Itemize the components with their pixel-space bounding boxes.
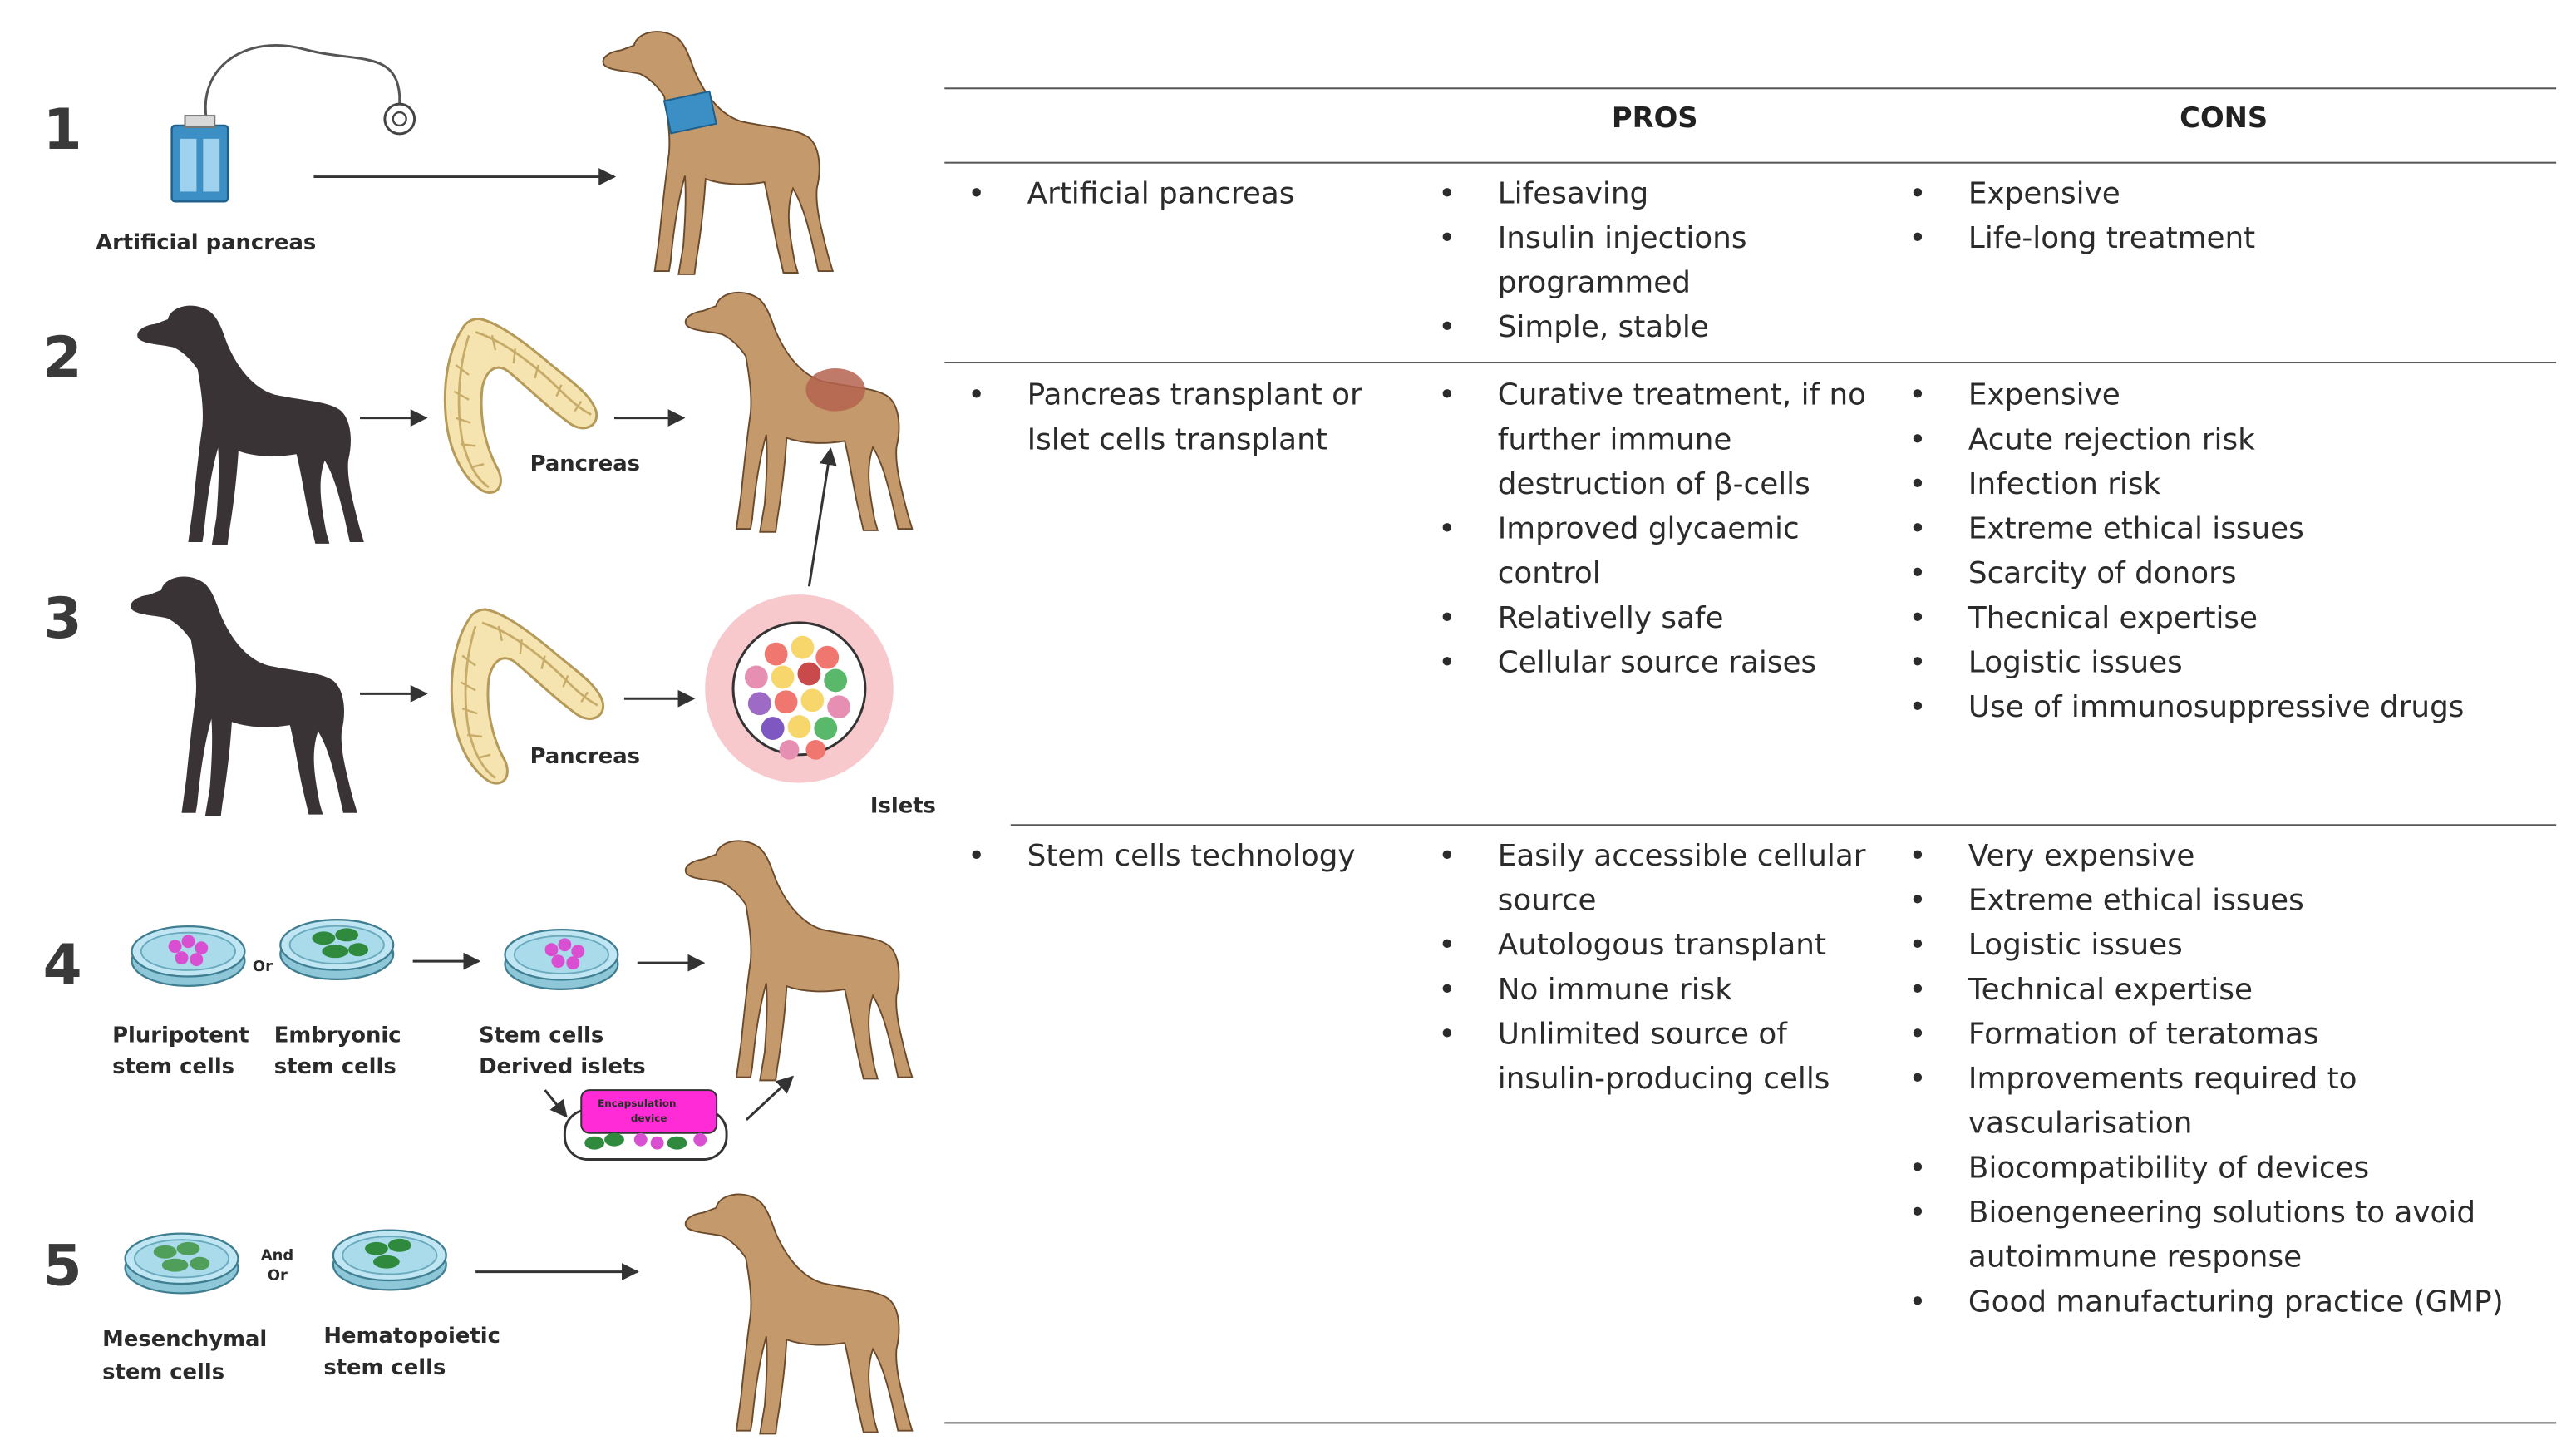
cons-cell: Very expensive Extreme ethical issues Lo… — [1909, 834, 2556, 1324]
pluripotent-label: stem cells — [112, 1054, 234, 1079]
mesenchymal-label: stem cells — [102, 1360, 224, 1385]
therapy-cell: Stem cells technology — [968, 834, 1396, 879]
or-label: Or — [253, 958, 273, 975]
mesenchymal-label: Mesenchymal — [102, 1327, 267, 1352]
step-number: 1 — [43, 96, 82, 162]
pros-header: PROS — [1611, 102, 1698, 136]
pros-item: Improved glycaemic control — [1438, 507, 1884, 596]
therapy-cell: Artificial pancreas — [968, 172, 1396, 217]
pluripotent-label: Pluripotent — [112, 1023, 249, 1048]
cons-item: Extreme ethical issues — [1909, 507, 2556, 552]
dog-icon — [602, 31, 834, 275]
dog-icon — [684, 840, 914, 1082]
transplanted-pancreas-icon — [805, 367, 865, 412]
cons-item: Good manufacturing practice (GMP) — [1909, 1280, 2556, 1325]
illustration-panel: 1 2 3 4 5 Artificial pancreas Pancreas — [43, 31, 936, 1435]
cons-item: Very expensive — [1909, 834, 2556, 879]
cons-item: Logistic issues — [1909, 641, 2556, 686]
pros-item: Relativelly safe — [1438, 596, 1884, 641]
pros-item: Cellular source raises — [1438, 641, 1884, 686]
cons-item: Biocompatibility of devices — [1909, 1147, 2556, 1191]
pink-cells — [544, 938, 585, 970]
islets-icon — [705, 594, 894, 783]
arrow-icon — [807, 447, 837, 587]
pros-item: Simple, stable — [1438, 306, 1884, 351]
therapy-item: Stem cells technology — [968, 834, 1396, 879]
embryonic-label: stem cells — [274, 1054, 396, 1079]
step-number: 5 — [43, 1232, 82, 1298]
hematopoietic-label: Hematopoietic — [323, 1324, 500, 1349]
pros-item: Unlimited source of insulin-producing ce… — [1438, 1013, 1884, 1102]
cons-item: Scarcity of donors — [1909, 551, 2556, 596]
pros-item: Easily accessible cellular source — [1438, 834, 1884, 923]
cons-item: Logistic issues — [1909, 923, 2556, 968]
arrow-icon — [745, 1075, 795, 1121]
cons-item: Life-long treatment — [1909, 216, 2556, 261]
dog-icon — [137, 305, 364, 545]
cons-item: Thecnical expertise — [1909, 596, 2556, 641]
pros-item: Lifesaving — [1438, 172, 1884, 217]
table-rule — [944, 161, 2557, 164]
therapy-item: Artificial pancreas — [968, 172, 1396, 217]
or-label: Or — [268, 1267, 288, 1285]
cons-item: Expensive — [1909, 373, 2556, 418]
cons-cell: Expensive Acute rejection risk Infection… — [1909, 373, 2556, 730]
step-number: 4 — [43, 932, 82, 998]
encapsulation-device-icon: Encapsulation device — [563, 1089, 728, 1162]
green-cells — [365, 1238, 411, 1269]
insulin-pump-icon — [170, 44, 416, 203]
pancreas-label: Pancreas — [530, 744, 640, 769]
pros-item: Insulin injections programmed — [1438, 216, 1884, 305]
table-rule — [1010, 824, 2557, 826]
green-cells — [153, 1241, 210, 1272]
pros-item: Autologous transplant — [1438, 923, 1884, 968]
islets-label: Islets — [870, 793, 936, 818]
stem-cells-derived-label: Stem cells — [479, 1023, 603, 1048]
table-rule — [944, 362, 2557, 364]
embryonic-label: Embryonic — [274, 1023, 401, 1048]
green-cells — [312, 928, 368, 959]
and-label: And — [261, 1247, 293, 1265]
cons-item: Expensive — [1909, 172, 2556, 217]
therapy-cell: Pancreas transplant or Islet cells trans… — [968, 373, 1396, 462]
pink-cells — [168, 935, 209, 967]
dog-icon — [684, 1193, 914, 1435]
pancreas-label: Pancreas — [530, 451, 640, 476]
cons-item: Bioengeneering solutions to avoid autoim… — [1909, 1191, 2556, 1280]
pros-item: Curative treatment, if no further immune… — [1438, 373, 1884, 507]
arrow-icon — [544, 1089, 568, 1118]
cons-item: Use of immunosuppressive drugs — [1909, 685, 2556, 730]
cons-item: Technical expertise — [1909, 968, 2556, 1013]
therapy-item: Pancreas transplant or Islet cells trans… — [968, 373, 1396, 462]
table-rule — [944, 87, 2557, 90]
stem-cells-derived-label: Derived islets — [479, 1054, 646, 1079]
cons-item: Formation of teratomas — [1909, 1013, 2556, 1058]
hematopoietic-label: stem cells — [323, 1355, 446, 1380]
artificial-pancreas-label: Artificial pancreas — [96, 230, 316, 255]
step-number: 3 — [43, 585, 82, 651]
pros-cell: Lifesaving Insulin injections programmed… — [1438, 172, 1884, 351]
cons-item: Improvements required to vascularisation — [1909, 1057, 2556, 1146]
dog-icon — [131, 576, 357, 816]
cons-item: Infection risk — [1909, 462, 2556, 507]
cons-header: CONS — [2180, 102, 2268, 136]
cons-item: Extreme ethical issues — [1909, 879, 2556, 924]
dog-icon — [684, 291, 914, 533]
device-label: Encapsulation — [598, 1097, 676, 1109]
pros-cell: Curative treatment, if no further immune… — [1438, 373, 1884, 685]
device-label: device — [631, 1112, 667, 1124]
pros-item: No immune risk — [1438, 968, 1884, 1013]
pros-cell: Easily accessible cellular source Autolo… — [1438, 834, 1884, 1102]
cons-cell: Expensive Life-long treatment — [1909, 172, 2556, 261]
step-number: 2 — [43, 324, 82, 390]
table-rule — [944, 1422, 2557, 1424]
insulin-pump-icon — [662, 90, 717, 135]
cons-item: Acute rejection risk — [1909, 418, 2556, 463]
